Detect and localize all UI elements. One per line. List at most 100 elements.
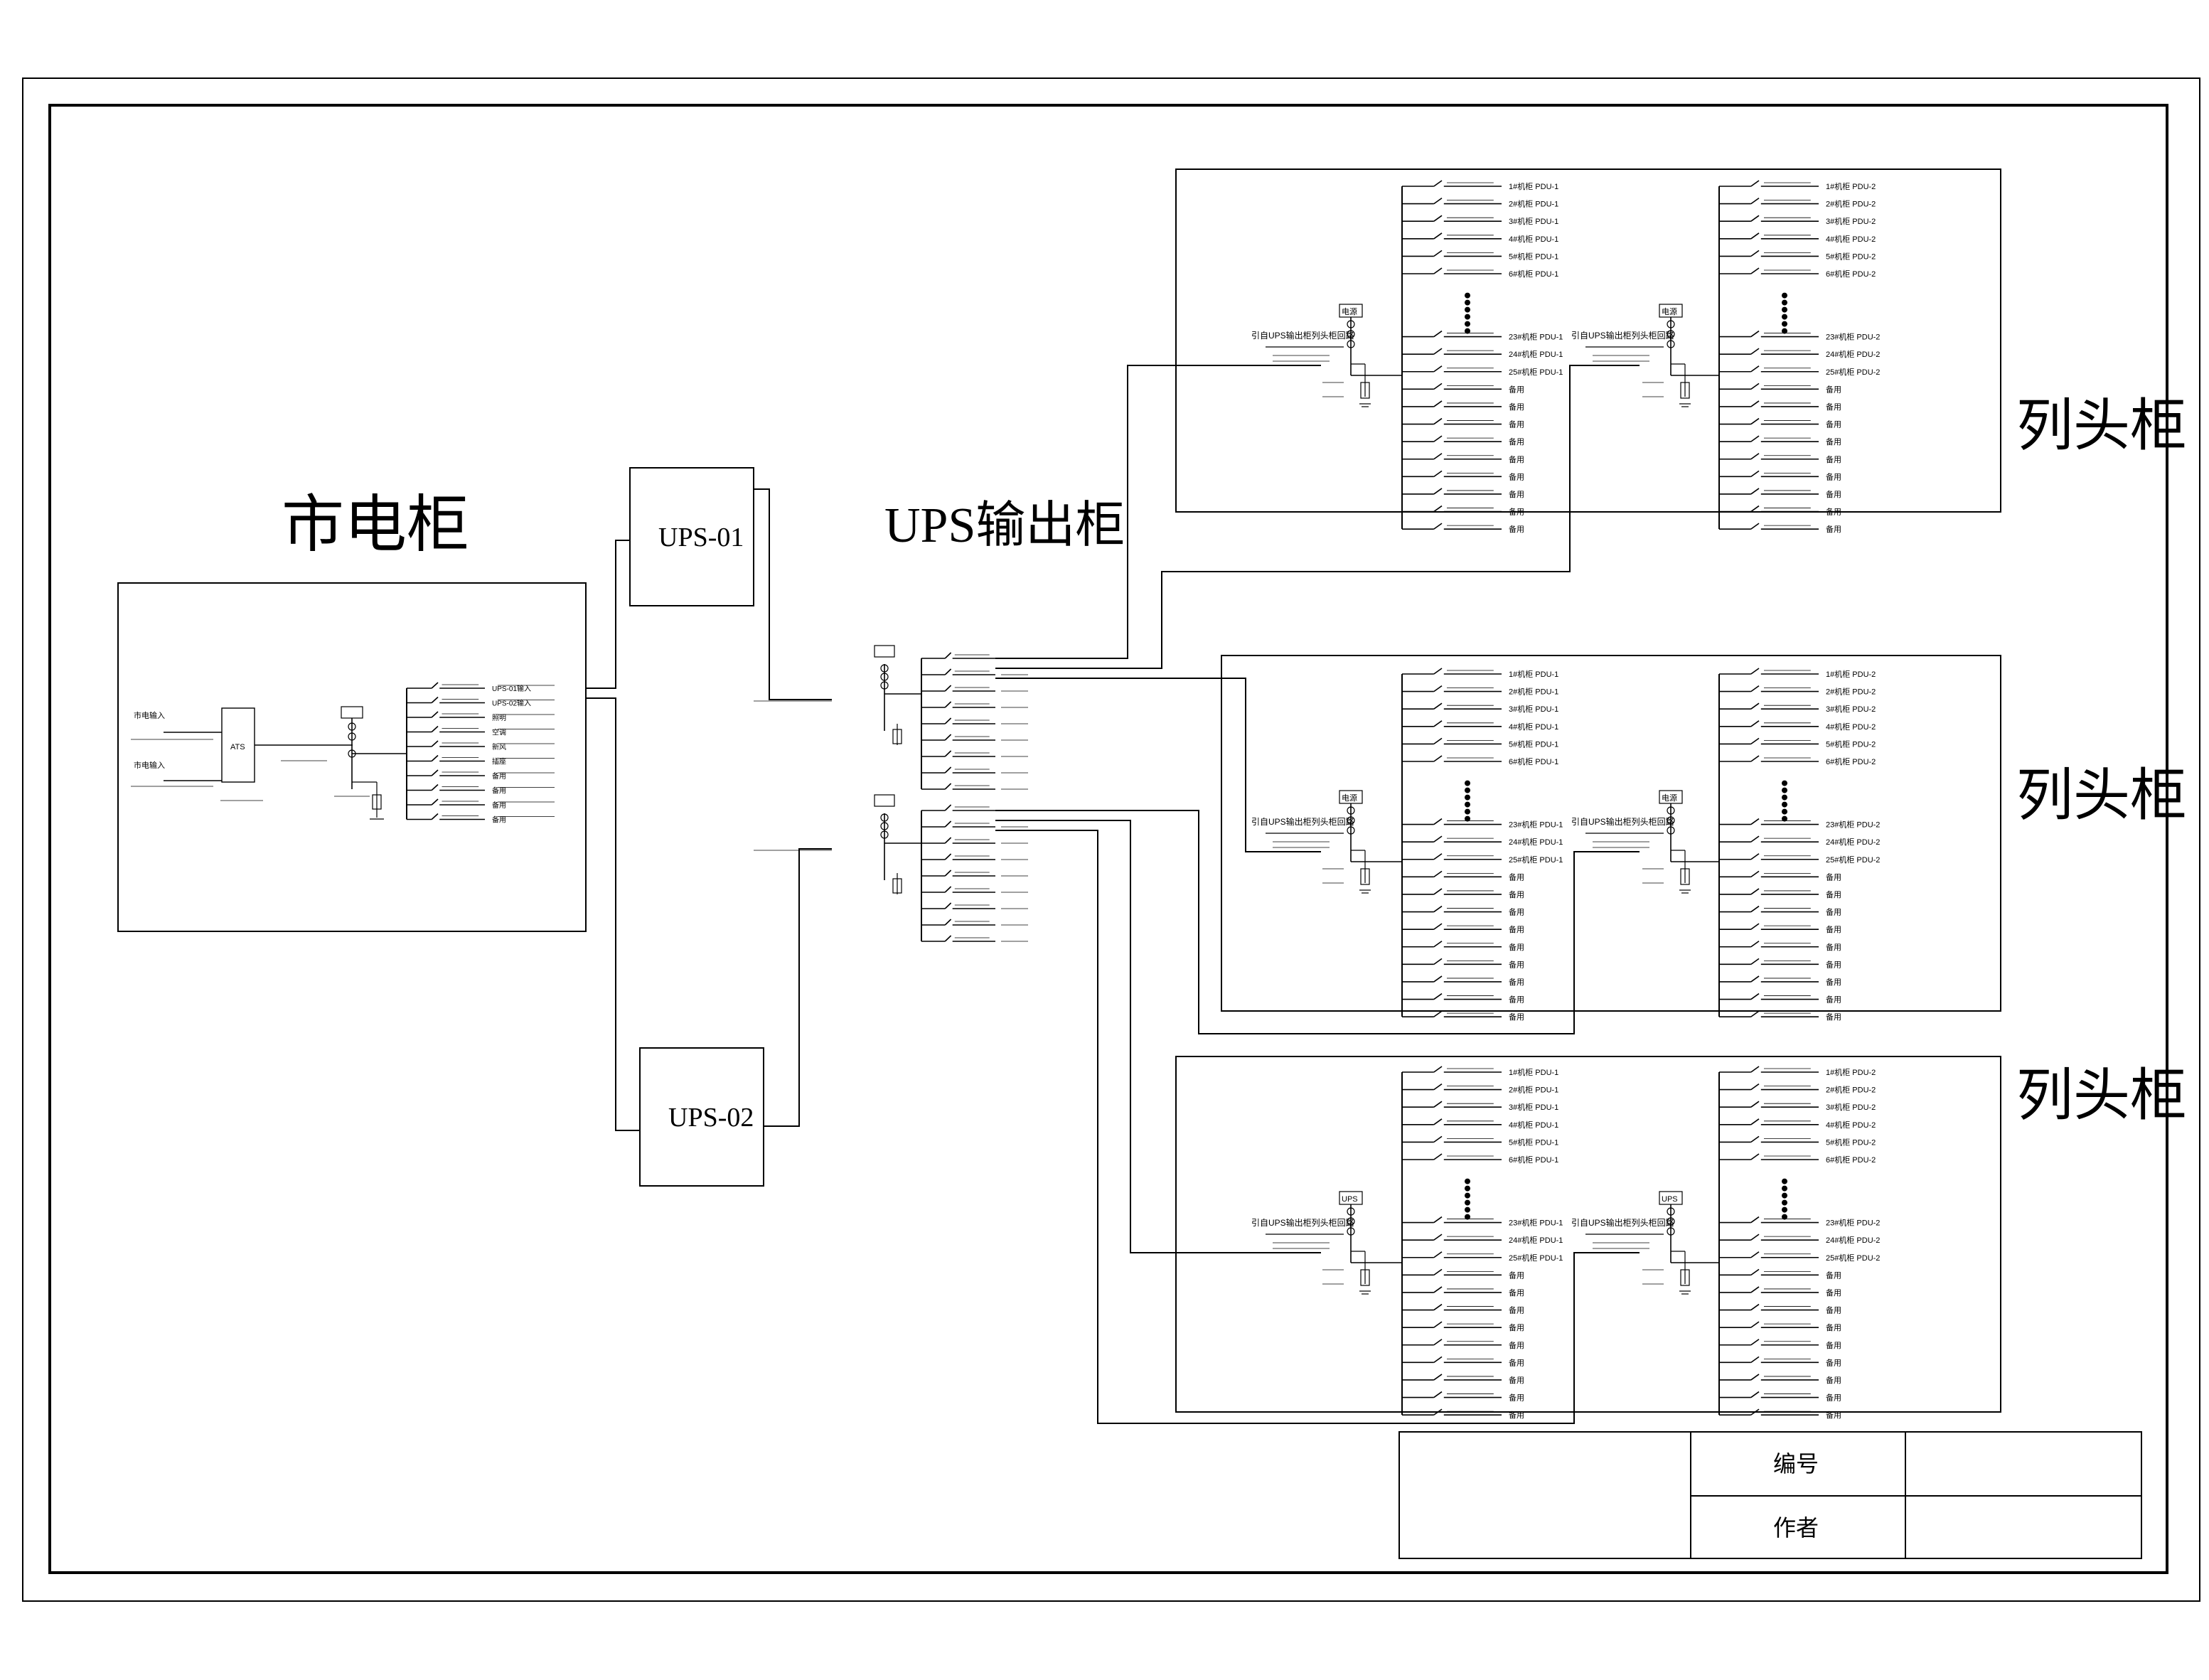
rhc3-a-branch-breaker <box>1433 1268 1443 1276</box>
ups-output-1-ct-coil <box>880 664 889 673</box>
rhc2-b-continuation-dots <box>1782 794 1787 801</box>
ups-output-1-branch-breaker <box>944 717 952 724</box>
rhc1-right-incomer-tag: 电源 <box>1662 306 1677 316</box>
ups-output-2-branch-breaker <box>944 837 952 844</box>
rhc2-a-branch-breaker <box>1433 975 1443 983</box>
rhc2-a-continuation-dots <box>1465 801 1470 808</box>
rhc2-a-branch-label: 23#机柜 PDU-1 <box>1509 820 1563 830</box>
rhc1-b-continuation-dots <box>1782 314 1787 320</box>
rhc3-b-branch-label: 4#机柜 PDU-2 <box>1826 1120 1876 1130</box>
rhc1-b-branch-breaker <box>1750 232 1760 240</box>
rhc1-a-branch-breaker <box>1433 382 1443 390</box>
ups-output-cabinet-title: UPS输出柜 <box>884 498 1125 553</box>
rhc2-b-branch-label: 6#机柜 PDU-2 <box>1826 756 1876 766</box>
rhc2-a-branch-label: 备用 <box>1509 872 1524 882</box>
rhc1-b-branch-label: 24#机柜 PDU-2 <box>1826 349 1880 359</box>
rhc2-b-branch-label: 备用 <box>1826 889 1841 899</box>
rhc2-b-continuation-dots <box>1782 808 1787 815</box>
rhc3-a-continuation-dots <box>1465 1178 1470 1184</box>
rhc2-a-continuation-dots <box>1465 815 1470 822</box>
rhc1-b-branch-breaker <box>1750 365 1760 373</box>
rhc3-b-continuation-dots <box>1782 1178 1787 1184</box>
rhc1-b-branch-breaker <box>1750 505 1760 513</box>
rhc3-a-branch-breaker <box>1433 1408 1443 1416</box>
rhc3-b-branch-label: 5#机柜 PDU-2 <box>1826 1137 1876 1147</box>
rhc3-b-branch-label: 备用 <box>1826 1270 1841 1280</box>
rhc1-a-continuation-dots <box>1465 321 1470 327</box>
rhc3-b-branch-breaker <box>1750 1374 1760 1381</box>
rhc1-a-branch-breaker <box>1433 348 1443 355</box>
title-block-author-label: 作者 <box>1773 1515 1819 1541</box>
rhc3-a-branch-label: 备用 <box>1509 1375 1524 1385</box>
rhc2-b-branch-label: 备用 <box>1826 924 1841 934</box>
rhc1-a-branch-label: 23#机柜 PDU-1 <box>1509 332 1563 342</box>
rhc3-b-branch-label: 23#机柜 PDU-2 <box>1826 1218 1880 1228</box>
rhc2-a-branch-label: 备用 <box>1509 995 1524 1005</box>
rhc2-a-continuation-dots <box>1465 787 1470 793</box>
rhc3-b-continuation-dots <box>1782 1207 1787 1213</box>
ups-output-1-branch-breaker <box>944 701 952 708</box>
rhc1-a-branch-breaker <box>1433 267 1443 274</box>
rhc2-b-continuation-dots <box>1782 780 1787 786</box>
wire-output-to-rhc3-right <box>995 830 1640 1424</box>
wire-mains-to-ups01 <box>586 540 630 689</box>
mains-outgoing-branch-label: 照明 <box>492 714 506 722</box>
rhc1-right-incomer-ct-coil <box>1667 330 1675 338</box>
rhc1-left-incomer-ct-coil <box>1347 340 1355 348</box>
rhc2-a-branch-label: 1#机柜 PDU-1 <box>1509 669 1558 679</box>
mains-outgoing-branch-label: 备用 <box>492 771 506 781</box>
rhc3-b-branch-label: 备用 <box>1826 1375 1841 1385</box>
rhc3-b-continuation-dots <box>1782 1199 1787 1206</box>
rhc1-left-incomer-tag: 电源 <box>1342 306 1357 316</box>
rhc2-a-branch-label: 4#机柜 PDU-1 <box>1509 722 1558 732</box>
ups-output-1-ct-coil <box>880 673 889 681</box>
rhc2-b-branch-breaker <box>1750 702 1760 710</box>
rhc2-a-branch-label: 3#机柜 PDU-1 <box>1509 704 1558 714</box>
ups-output-1-branch-breaker <box>944 668 952 675</box>
rhc2-b-branch-label: 4#机柜 PDU-2 <box>1826 722 1876 732</box>
rhc2-a-branch-breaker <box>1433 905 1443 913</box>
rhc3-right-incomer-ct-coil <box>1667 1227 1675 1236</box>
rhc1-b-branch-label: 备用 <box>1826 384 1841 394</box>
rhc2-a-branch-breaker <box>1433 870 1443 878</box>
rhc3-right-incomer-spd-box <box>1680 1269 1690 1286</box>
rhc2-b-branch-label: 备用 <box>1826 907 1841 917</box>
rhc2-a-branch-label: 5#机柜 PDU-1 <box>1509 739 1558 749</box>
rhc2-b-continuation-dots <box>1782 787 1787 793</box>
rhc1-a-branch-label: 1#机柜 PDU-1 <box>1509 181 1558 191</box>
rhc2-a-branch-label: 备用 <box>1509 977 1524 987</box>
rhc2-a-branch-breaker <box>1433 737 1443 745</box>
rhc2-b-branch-label: 备用 <box>1826 977 1841 987</box>
rhc3-left-incomer-ct-coil <box>1347 1217 1355 1226</box>
rhc2-right-incomer-incoming-label: 引自UPS输出柜列头柜回路 <box>1571 816 1674 827</box>
rhc1-left-incomer-ct-coil <box>1347 320 1355 328</box>
rhc1-a-branch-label: 2#机柜 PDU-1 <box>1509 199 1558 209</box>
rhc3-a-branch-breaker <box>1433 1321 1443 1328</box>
rhc2-a-branch-breaker <box>1433 888 1443 895</box>
rhc1-right-incomer-ct-coil <box>1667 320 1675 328</box>
rhc2-a-branch-label: 备用 <box>1509 924 1524 934</box>
wire-ups01-to-output <box>754 488 832 700</box>
rhc2-b-branch-breaker <box>1750 958 1760 965</box>
rhc1-b-branch-breaker <box>1750 267 1760 274</box>
rhc3-b-branch-breaker <box>1750 1101 1760 1108</box>
rhc1-a-branch-label: 备用 <box>1509 402 1524 412</box>
mains-outgoing-branch-label: UPS-01输入 <box>492 684 531 693</box>
rhc2-b-branch-breaker <box>1750 668 1760 675</box>
rhc2-right-incomer-spd-box <box>1680 868 1690 885</box>
rhc2-b-continuation-dots <box>1782 815 1787 822</box>
rhc2-a-branch-breaker <box>1433 818 1443 825</box>
rhc3-a-branch-breaker <box>1433 1118 1443 1125</box>
row-head-cabinet-1-box <box>1175 168 2001 513</box>
rhc1-left-incomer-spd-box <box>1360 382 1370 399</box>
ups-output-2-branch-breaker <box>944 870 952 877</box>
rhc2-a-branch-breaker <box>1433 835 1443 842</box>
rhc3-b-branch-label: 1#机柜 PDU-2 <box>1826 1067 1876 1077</box>
rhc3-a-branch-label: 23#机柜 PDU-1 <box>1509 1218 1563 1228</box>
mains-outgoing-branch-breaker <box>431 696 439 704</box>
rhc1-b-branch-breaker <box>1750 470 1760 478</box>
rhc3-b-branch-label: 备用 <box>1826 1322 1841 1332</box>
mains-outgoing-branch-label: 新风 <box>492 742 506 751</box>
ups-output-1-spd-box <box>892 729 902 744</box>
rhc3-b-branch-label: 3#机柜 PDU-2 <box>1826 1102 1876 1112</box>
